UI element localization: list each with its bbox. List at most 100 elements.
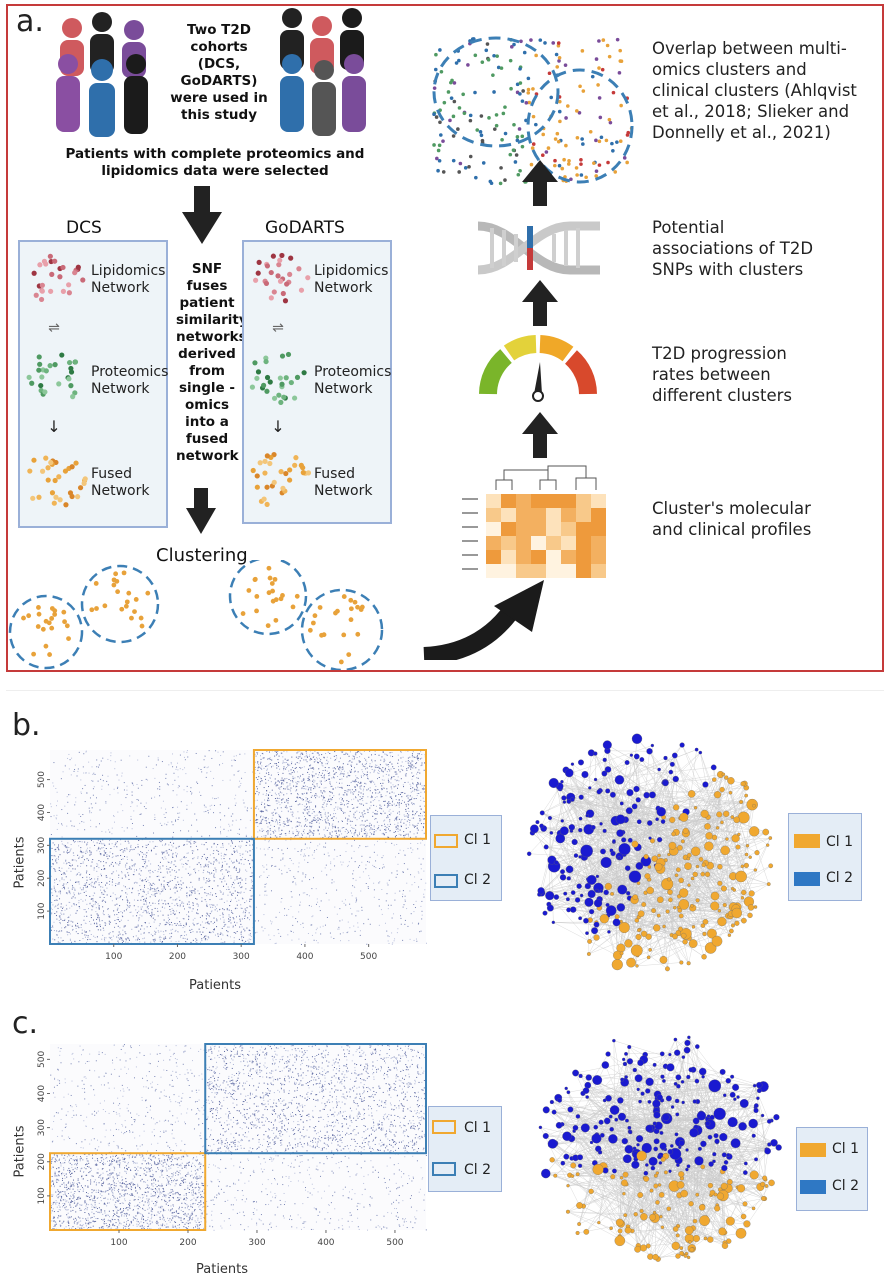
- legend-cl2-label: Cl 2: [464, 1162, 492, 1178]
- fused-network-dots: [250, 452, 312, 508]
- dcs-title: DCS: [66, 218, 102, 238]
- y-tick-label: 100: [37, 902, 47, 919]
- cluster-block-noise: [50, 838, 255, 945]
- godarts-lipidomics-label: Lipidomics Network: [314, 263, 389, 296]
- cluster-block-noise: [205, 1044, 427, 1155]
- legend-cl2-swatch: [794, 872, 820, 886]
- dcs-network-box: [18, 240, 168, 528]
- network-nodes: [538, 1035, 782, 1262]
- cluster-dots: [21, 605, 71, 657]
- legend-cl2-label: Cl 2: [826, 870, 854, 886]
- y-tick-label: 200: [37, 869, 47, 886]
- x-tick-label: 100: [105, 952, 122, 962]
- legend-cl2-swatch: [434, 874, 458, 888]
- cluster-circles-graphic: [8, 560, 384, 670]
- heatmap-row-labels: [462, 498, 478, 570]
- cluster-dots: [89, 570, 151, 629]
- down-small-arrow-icon: ↓: [271, 417, 284, 436]
- x-tick-label: 400: [317, 1238, 334, 1248]
- patient-group-right-icon: [280, 8, 366, 136]
- y-tick-label: 400: [37, 804, 47, 821]
- cohort-note: Two T2D cohorts (DCS, GoDARTS) were used…: [170, 22, 268, 123]
- legend-cl1-label: Cl 1: [464, 1120, 492, 1136]
- up-arrow-icon: [522, 160, 558, 206]
- panel-b-similarity-matrix: 100 200 300 400 500 100 200 300 400 500: [37, 749, 427, 962]
- y-tick-label: 300: [37, 1119, 47, 1136]
- gauge-icon: [479, 335, 597, 402]
- outcome-overlap-text: Overlap between multi-omics clusters and…: [652, 39, 857, 142]
- y-tick-label: 100: [37, 1187, 47, 1204]
- down-arrow-icon: [182, 186, 222, 244]
- x-tick-label: 400: [296, 952, 313, 962]
- legend-cl1-label: Cl 1: [826, 834, 854, 850]
- y-tick-label: 300: [37, 836, 47, 853]
- overlap-ring-left: [432, 36, 560, 148]
- matrix-background: [50, 750, 426, 944]
- cluster-box-cl1: [252, 749, 427, 840]
- x-tick-label: 300: [248, 1238, 265, 1248]
- y-tick-label: 400: [37, 1085, 47, 1102]
- cluster-heatmap-graphic: [462, 465, 606, 578]
- cluster-ring: [8, 594, 84, 670]
- snf-description: SNF fuses patient similarity networks de…: [176, 261, 248, 464]
- cluster-box-cl2: [49, 837, 255, 945]
- legend-cl1-swatch: [794, 834, 820, 848]
- panel-b-network-legend: [788, 813, 862, 901]
- cluster-box-cl1: [49, 1152, 207, 1231]
- panel-c-letter: c.: [12, 1006, 39, 1041]
- x-tick-label: 100: [110, 1238, 127, 1248]
- x-tick-label: 300: [233, 952, 250, 962]
- x-tick-label: 200: [169, 952, 186, 962]
- legend-cl1-swatch: [434, 834, 458, 848]
- panel-c-network-legend: [796, 1127, 868, 1211]
- cluster-block-noise: [50, 1153, 207, 1231]
- panel-a-frame: [6, 4, 884, 672]
- legend-cl2-label: Cl 2: [464, 872, 492, 888]
- dcs-network-graphics: ⇌↓: [26, 253, 88, 508]
- lipidomics-network-dots: [31, 253, 86, 303]
- cluster-overlap-graphic: [432, 36, 634, 186]
- outcome-profiles-text: Cluster's molecular and clinical profile…: [652, 499, 812, 539]
- outcome-snp-text: Potential associations of T2D SNPs with …: [652, 218, 814, 279]
- y-tick-label: 200: [37, 1153, 47, 1170]
- panel-b-legend: [430, 815, 502, 901]
- proteomics-network-dots: [26, 352, 79, 400]
- godarts-network-box: [242, 240, 392, 524]
- dcs-lipidomics-label: Lipidomics Network: [91, 263, 166, 296]
- legend-cl1-label: Cl 1: [464, 832, 492, 848]
- matrix-noise: [50, 1044, 427, 1231]
- up-arrow-icon: [522, 280, 558, 326]
- cluster-dots: [307, 594, 365, 665]
- panel-a-letter: a.: [16, 4, 44, 39]
- cluster-ring: [228, 560, 308, 636]
- heatmap-cells: [486, 494, 606, 578]
- x-tick-label: 500: [360, 952, 377, 962]
- godarts-network-graphics: ⇌↓: [249, 252, 312, 508]
- panel-c-similarity-matrix: 100 200 300 400 500 100 200 300 400 500: [37, 1043, 427, 1248]
- panel-c-legend: [428, 1106, 502, 1192]
- exchange-arrows-icon: ⇌: [48, 320, 60, 336]
- godarts-fused-label: Fused Network: [314, 466, 373, 499]
- x-tick-label: 500: [386, 1238, 403, 1248]
- dcs-proteomics-label: Proteomics Network: [91, 364, 169, 397]
- lipidomics-network-dots: [253, 252, 311, 304]
- godarts-title: GoDARTS: [265, 218, 345, 238]
- y-tick-label: 500: [37, 1050, 47, 1067]
- cluster-ring: [300, 588, 384, 670]
- y-tick-label: 500: [37, 771, 47, 788]
- exchange-arrows-icon: ⇌: [272, 320, 284, 336]
- curved-arrow-icon: [423, 580, 544, 660]
- dna-icon: [477, 221, 600, 275]
- legend-cl1-swatch: [800, 1143, 826, 1157]
- network-nodes: [526, 733, 774, 972]
- panel-c-network-graph: [538, 1035, 782, 1262]
- patient-group-left-icon: [56, 12, 148, 137]
- godarts-proteomics-label: Proteomics Network: [314, 364, 392, 397]
- legend-cl1-label: Cl 1: [832, 1141, 860, 1157]
- cluster-ring: [80, 564, 160, 644]
- panel-c-x-label: Patients: [196, 1262, 249, 1277]
- x-tick-label: 200: [179, 1238, 196, 1248]
- overlap-ring-right: [526, 68, 634, 184]
- panel-b-letter: b.: [12, 708, 41, 743]
- legend-cl1-swatch: [432, 1120, 456, 1134]
